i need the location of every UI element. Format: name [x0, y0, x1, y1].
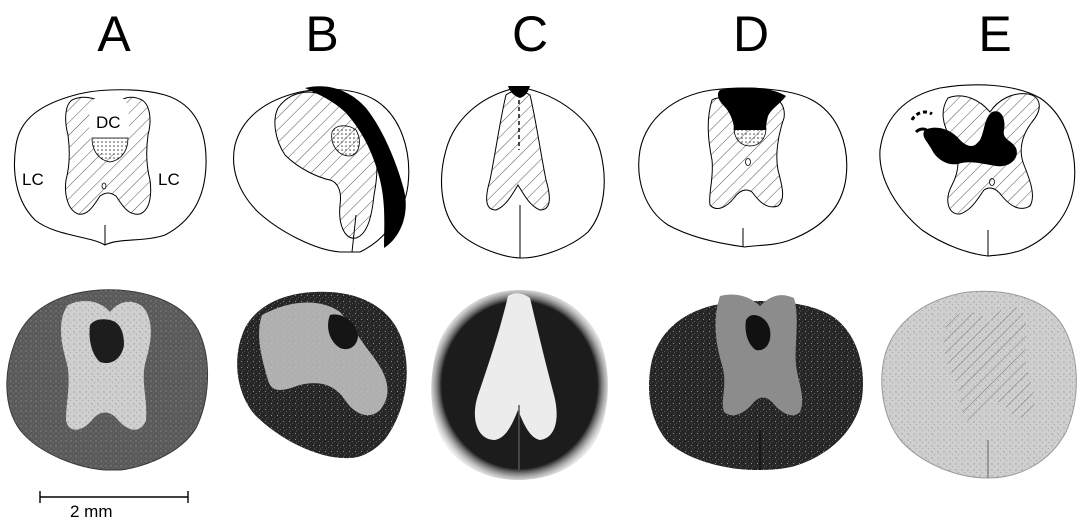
panel-c-drawing	[442, 86, 605, 258]
scale-bar	[40, 491, 188, 503]
panel-b-drawing	[234, 86, 409, 252]
label-lc-left: LC	[22, 170, 44, 189]
panel-a-photo	[7, 290, 208, 470]
label-lc-right: LC	[158, 170, 180, 189]
label-dc: DC	[96, 113, 121, 132]
scale-bar-label: 2 mm	[70, 502, 113, 522]
panel-d-photo	[649, 294, 863, 470]
panel-e-drawing	[880, 85, 1075, 256]
panel-c-photo	[431, 290, 608, 480]
panel-e-photo	[882, 291, 1077, 478]
panel-d-drawing	[639, 88, 847, 247]
panel-b-photo	[237, 292, 407, 458]
